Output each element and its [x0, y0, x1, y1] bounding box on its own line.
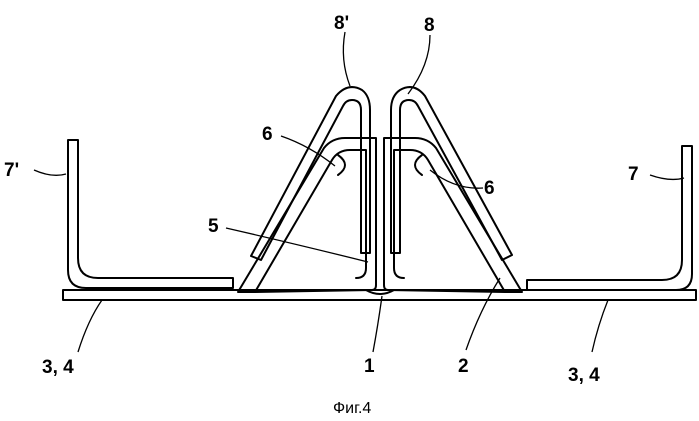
label-3-4-left: 3, 4	[42, 357, 74, 378]
label-6-right: 6	[484, 178, 495, 199]
label-8: 8	[424, 15, 435, 36]
leader-34b	[592, 300, 608, 352]
label-1: 1	[364, 356, 375, 377]
label-7: 7	[628, 164, 639, 185]
label-7-prime: 7'	[4, 160, 19, 181]
leader-7	[650, 175, 684, 179]
left-outer-arm	[251, 87, 370, 260]
leader-2	[466, 278, 500, 350]
label-3-4-right: 3, 4	[568, 365, 600, 386]
leader-8p	[343, 32, 350, 86]
leader-5	[226, 228, 368, 262]
label-8-prime: 8'	[334, 13, 349, 34]
right-bracket	[527, 146, 692, 290]
leader-34a	[78, 300, 102, 352]
leader-1	[373, 296, 382, 352]
leader-8	[408, 35, 430, 94]
right-inner-arm	[384, 138, 522, 292]
left-inner-arm	[238, 138, 376, 292]
figure-caption: Фиг.4	[333, 400, 371, 417]
leader-7p	[34, 170, 66, 175]
label-5: 5	[208, 216, 219, 237]
right-detent	[415, 155, 422, 175]
label-2: 2	[458, 356, 469, 377]
left-bracket	[68, 140, 233, 288]
label-6-left: 6	[262, 124, 273, 145]
leader-6a	[281, 136, 335, 166]
left-detent	[338, 155, 345, 175]
